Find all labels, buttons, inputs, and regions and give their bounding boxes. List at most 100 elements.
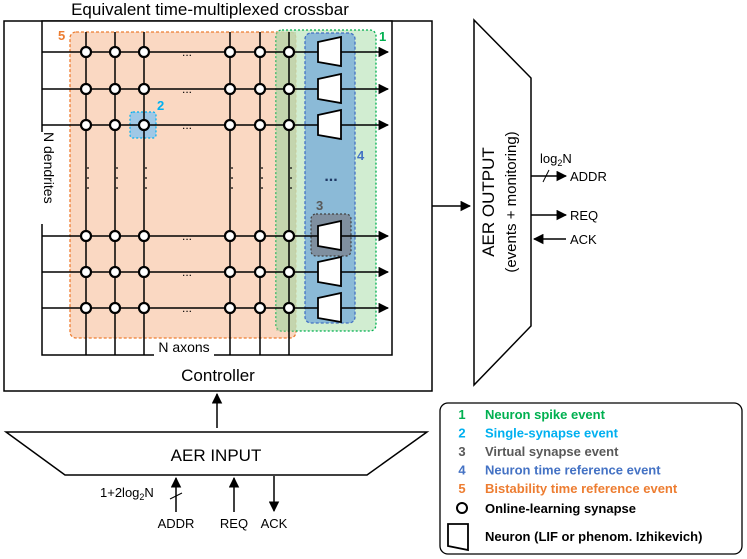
synapse-node [253,82,267,96]
synapse-node [79,118,93,132]
column-ellipsis: ... [182,45,192,59]
synapse-node [282,118,296,132]
neuron-icon [317,291,342,324]
input-addr-label: ADDR [158,516,195,531]
neuron-icon [317,35,342,68]
row-ellipsis-dot [290,187,292,189]
row-ellipsis-dot [261,177,263,179]
row-ellipsis-dot [116,167,118,169]
neuron-ellipsis: ... [324,168,337,185]
neuron-icon [317,108,342,141]
synapse-node [282,82,296,96]
synapse-node [223,265,237,279]
region-bistability [69,31,297,339]
row-ellipsis-dot [261,187,263,189]
row-ellipsis-dot [231,187,233,189]
legend-synapse-icon [456,502,468,514]
legend-items: 1 Neuron spike event 2 Single-synapse event… [458,407,677,496]
legend-neuron-icon [447,523,469,552]
aer-output-title: AER OUTPUT [479,147,498,257]
synapse-node [137,118,151,132]
input-req-label: REQ [220,516,248,531]
legend-item-label: Neuron time reference event [485,463,661,478]
legend-item-number: 1 [458,407,465,422]
synapse-node [108,82,122,96]
legend-box [439,402,743,555]
synapse-node [137,301,151,315]
synapse-node [253,301,267,315]
synapse-node [253,118,267,132]
legend-item-number: 3 [458,444,465,459]
neuron-icon [317,72,342,105]
synapse-node [223,229,237,243]
synapse-node [282,265,296,279]
row-ellipsis-dot [290,167,292,169]
synapse-node [137,45,151,59]
output-addr-label: ADDR [570,169,607,184]
controller-label: Controller [181,366,255,385]
row-ellipsis-dot [290,177,292,179]
tag-2: 2 [157,98,164,113]
legend-item-label: Neuron spike event [485,407,606,422]
column-ellipsis: ... [182,301,192,315]
column-ellipsis: ... [182,118,192,132]
synapse-node [108,265,122,279]
aer-input-block [3,431,430,476]
row-ellipsis-dot [231,177,233,179]
row-ellipsis-dot [116,177,118,179]
axons-label: N axons [158,339,209,355]
legend-synapse-label: Online-learning synapse [485,501,636,516]
row-ellipsis-dot [145,167,147,169]
row-ellipsis-dot [87,167,89,169]
aer-input-title: AER INPUT [171,446,262,465]
row-ellipsis-dot [231,167,233,169]
synapse-node [253,45,267,59]
legend-item-label: Bistability time reference event [485,481,678,496]
synapse-node [79,265,93,279]
synapse-node [253,229,267,243]
synapse-node [137,265,151,279]
column-ellipsis: ... [182,229,192,243]
synapse-node [79,82,93,96]
synapse-node [223,301,237,315]
synapse-node [223,118,237,132]
synapse-node [223,45,237,59]
row-ellipsis-dot [145,187,147,189]
tag-1: 1 [379,29,386,44]
crossbar-title: Equivalent time-multiplexed crossbar [71,0,349,19]
input-ack-label: ACK [261,516,288,531]
synapse-node [253,265,267,279]
legend-item-number: 4 [458,463,466,478]
tag-3: 3 [316,198,323,213]
legend-neuron-label: Neuron (LIF or phenom. Izhikevich) [485,529,702,544]
synapse-node [137,229,151,243]
neuron-icon [317,255,342,288]
synapse-node [108,301,122,315]
output-ack-label: ACK [570,232,597,247]
aer-output-subtitle: (events + monitoring) [503,131,520,272]
synapse-node [108,118,122,132]
legend-item-number: 5 [458,481,465,496]
synapse-node [108,229,122,243]
row-ellipsis-dot [116,187,118,189]
legend-item-label: Single-synapse event [485,426,619,441]
crossbar-grid: .................. [42,32,390,355]
row-ellipsis-dot [87,187,89,189]
synapse-node [282,301,296,315]
synapse-node [79,45,93,59]
row-ellipsis [87,167,292,189]
synapse-node [79,229,93,243]
output-bus-width: log2N [540,151,572,168]
synapse-node [223,82,237,96]
column-ellipsis: ... [182,82,192,96]
output-req-label: REQ [570,208,598,223]
tag-5: 5 [58,28,65,43]
dendrites-label: N dendrites [41,132,57,204]
row-ellipsis-dot [87,177,89,179]
synapse-node [79,301,93,315]
legend-item-number: 2 [458,426,465,441]
tag-4: 4 [357,148,365,163]
input-bus-width: 1+2log2N [100,485,154,502]
synapse-node [137,82,151,96]
